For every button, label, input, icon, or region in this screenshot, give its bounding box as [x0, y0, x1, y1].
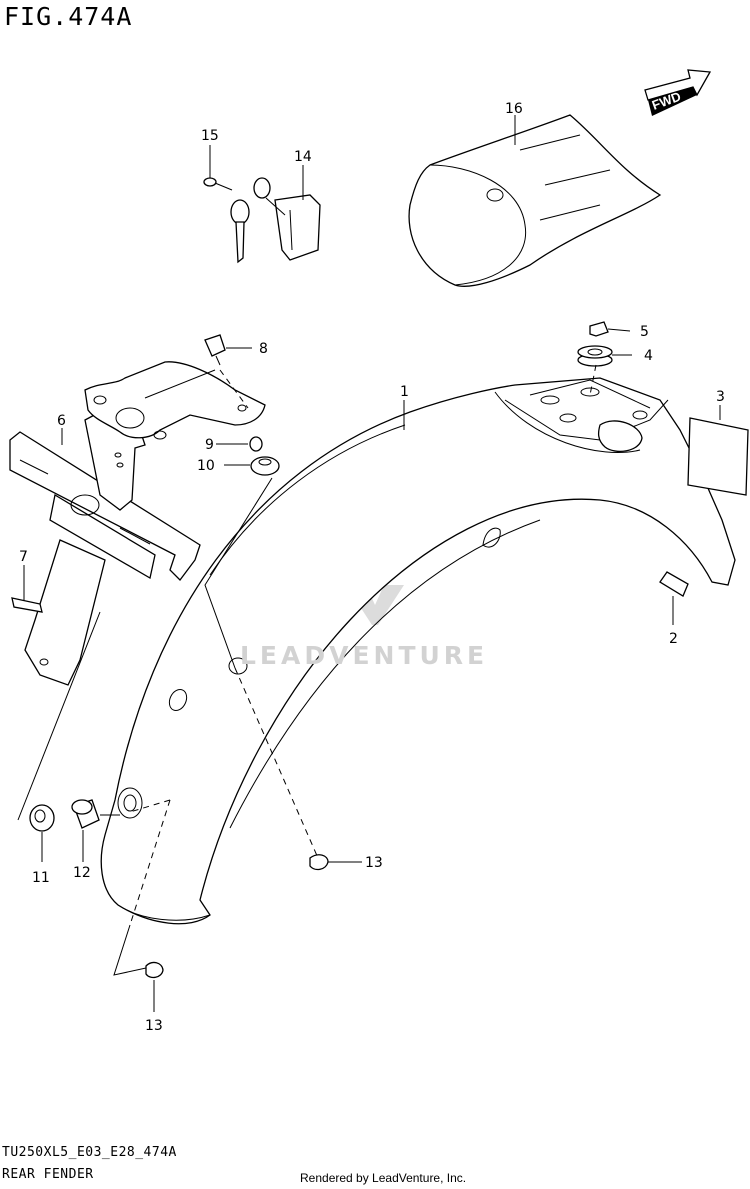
figure-code: TU250XL5_E03_E28_474A: [2, 1145, 177, 1160]
nut-part-13-upper[interactable]: [309, 854, 329, 871]
grommet-part-10[interactable]: [250, 456, 280, 476]
nut-part-13-lower[interactable]: [145, 961, 164, 979]
callout-2: 2: [669, 631, 678, 647]
callout-16: 16: [505, 101, 523, 117]
callout-11: 11: [32, 870, 50, 886]
callout-3: 3: [716, 389, 725, 405]
figure-caption: REAR FENDER: [2, 1167, 94, 1182]
callout-10: 10: [197, 458, 215, 474]
callout-7: 7: [19, 549, 28, 565]
callout-14: 14: [294, 149, 312, 165]
callout-9: 9: [205, 437, 214, 453]
collar-part-9[interactable]: [249, 436, 263, 452]
callout-8: 8: [259, 341, 268, 357]
callout-labels: 1 2 3 4 5 6 7 8 9 10 11 12 13 13 14 15 1…: [19, 101, 725, 1034]
nut-part-5[interactable]: [589, 321, 609, 337]
screw-part-15[interactable]: [203, 177, 233, 191]
seat-cover-part-16[interactable]: [408, 114, 662, 287]
callout-12: 12: [73, 865, 91, 881]
callout-6: 6: [57, 413, 66, 429]
callout-4: 4: [644, 348, 653, 364]
callout-13-lower: 13: [145, 1018, 163, 1034]
figure-title: FIG.474A: [4, 2, 133, 31]
reflector-part-2[interactable]: [659, 571, 689, 597]
rear-fender[interactable]: [100, 377, 736, 925]
leader-lines: [17, 115, 721, 1012]
fwd-arrow-icon: [644, 69, 712, 116]
label-plate-part-3[interactable]: [687, 417, 749, 496]
render-credit: Rendered by LeadVenture, Inc.: [300, 1171, 467, 1185]
bracket-plate-part-7[interactable]: [11, 539, 106, 686]
lock-set-part-14[interactable]: [230, 177, 321, 264]
collar-part-11[interactable]: [29, 804, 55, 832]
callout-13-upper: 13: [365, 855, 383, 871]
callout-15: 15: [201, 128, 219, 144]
license-bracket-part-6[interactable]: [9, 411, 201, 581]
callout-5: 5: [640, 324, 649, 340]
bolt-part-8[interactable]: [204, 334, 226, 366]
callout-1: 1: [400, 384, 409, 400]
bracket-hinge[interactable]: [84, 361, 266, 440]
grommet-part-4[interactable]: [577, 345, 613, 367]
damper-part-12[interactable]: [71, 799, 100, 829]
watermark-text: LEADVENTURE: [240, 641, 489, 670]
